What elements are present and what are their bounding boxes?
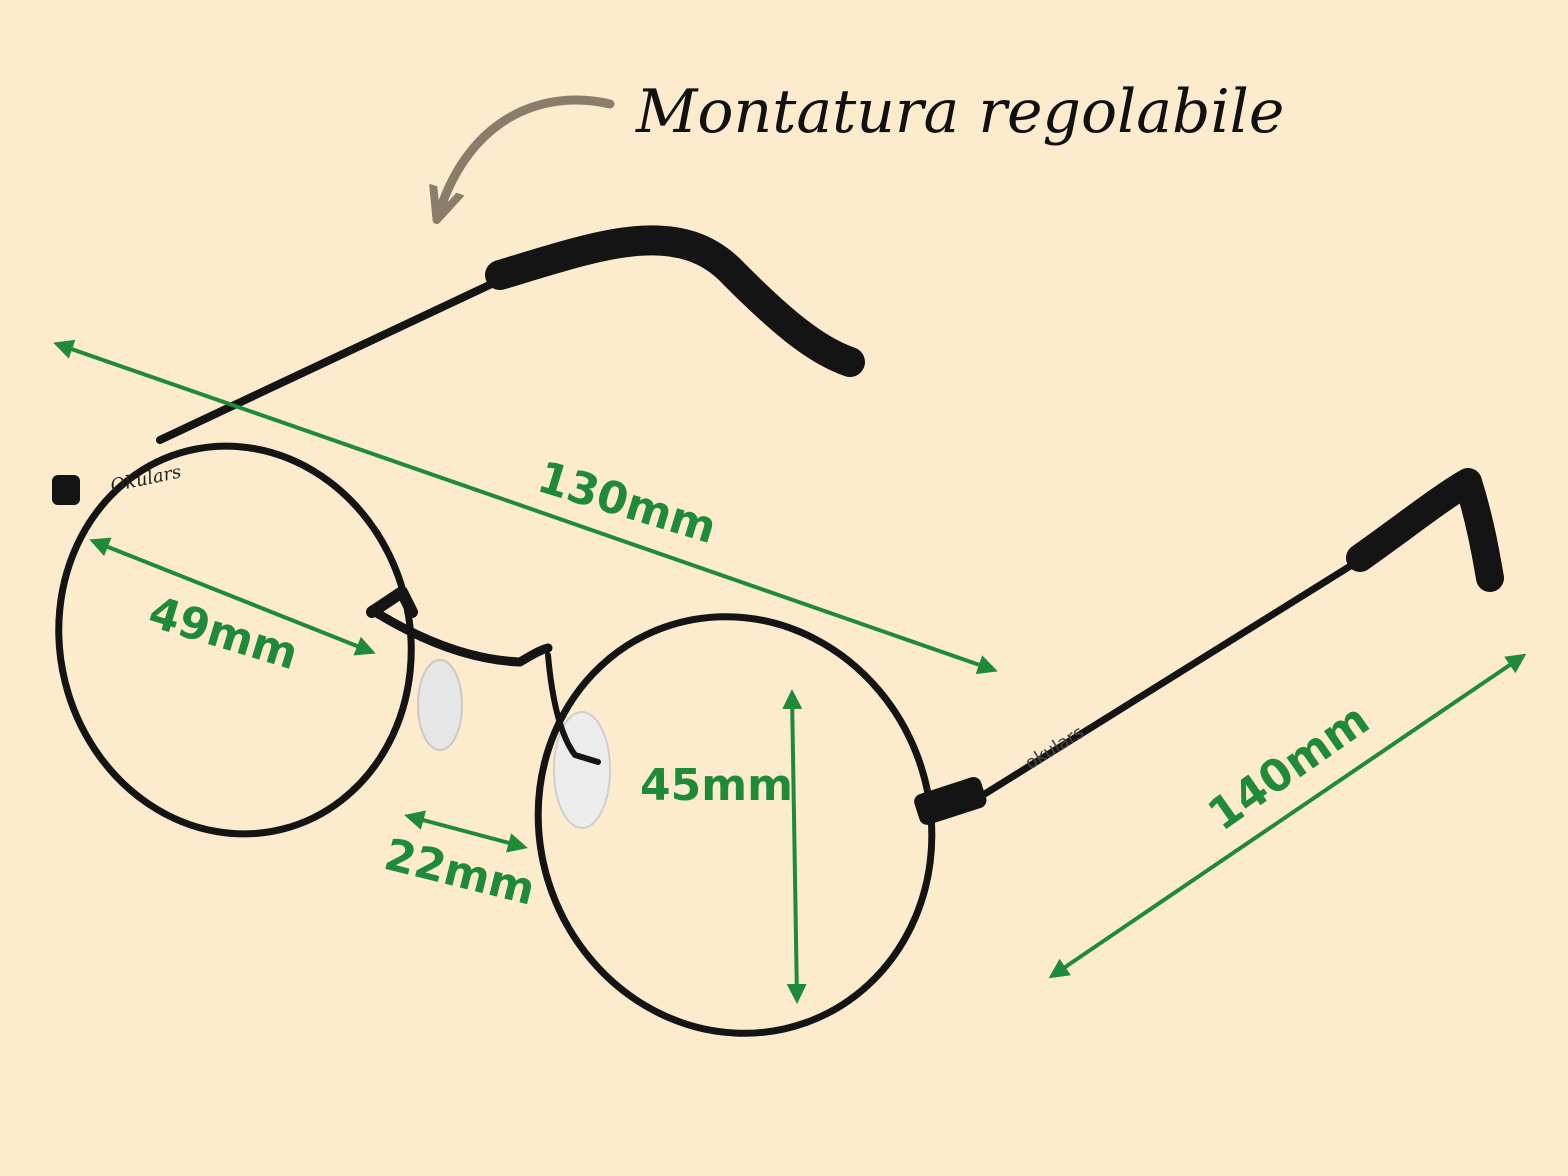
dimension-line-temple-length [1048,653,1527,979]
dimension-lines [53,339,1527,1004]
dimension-line-lens-height [782,689,807,1004]
dimension-label-lens-width: 49mm [143,587,304,680]
back-left-temple-tip [485,225,865,377]
bridge-joint [366,586,418,618]
right-temple-tip [1346,468,1504,592]
left-nose-pad [417,659,463,751]
right-hinge [914,776,987,825]
title-text: Montatura regolabile [635,77,1284,147]
dimension-line-lens-width [89,537,376,656]
dimension-label-lens-height: 45mm [640,760,793,811]
back-left-temple [156,276,504,444]
dimension-label-total-width: 130mm [532,452,722,554]
dimension-label-temple-length: 140mm [1199,694,1379,841]
dimension-label-bridge-width: 22mm [379,829,540,915]
bridge [367,605,553,667]
left-hinge [52,475,80,505]
callout-arrow-icon [440,95,615,210]
dimension-line-total-width [53,339,998,675]
temple-engraving-text: okulars [1022,722,1088,774]
dimension-line-bridge-width [404,810,528,853]
